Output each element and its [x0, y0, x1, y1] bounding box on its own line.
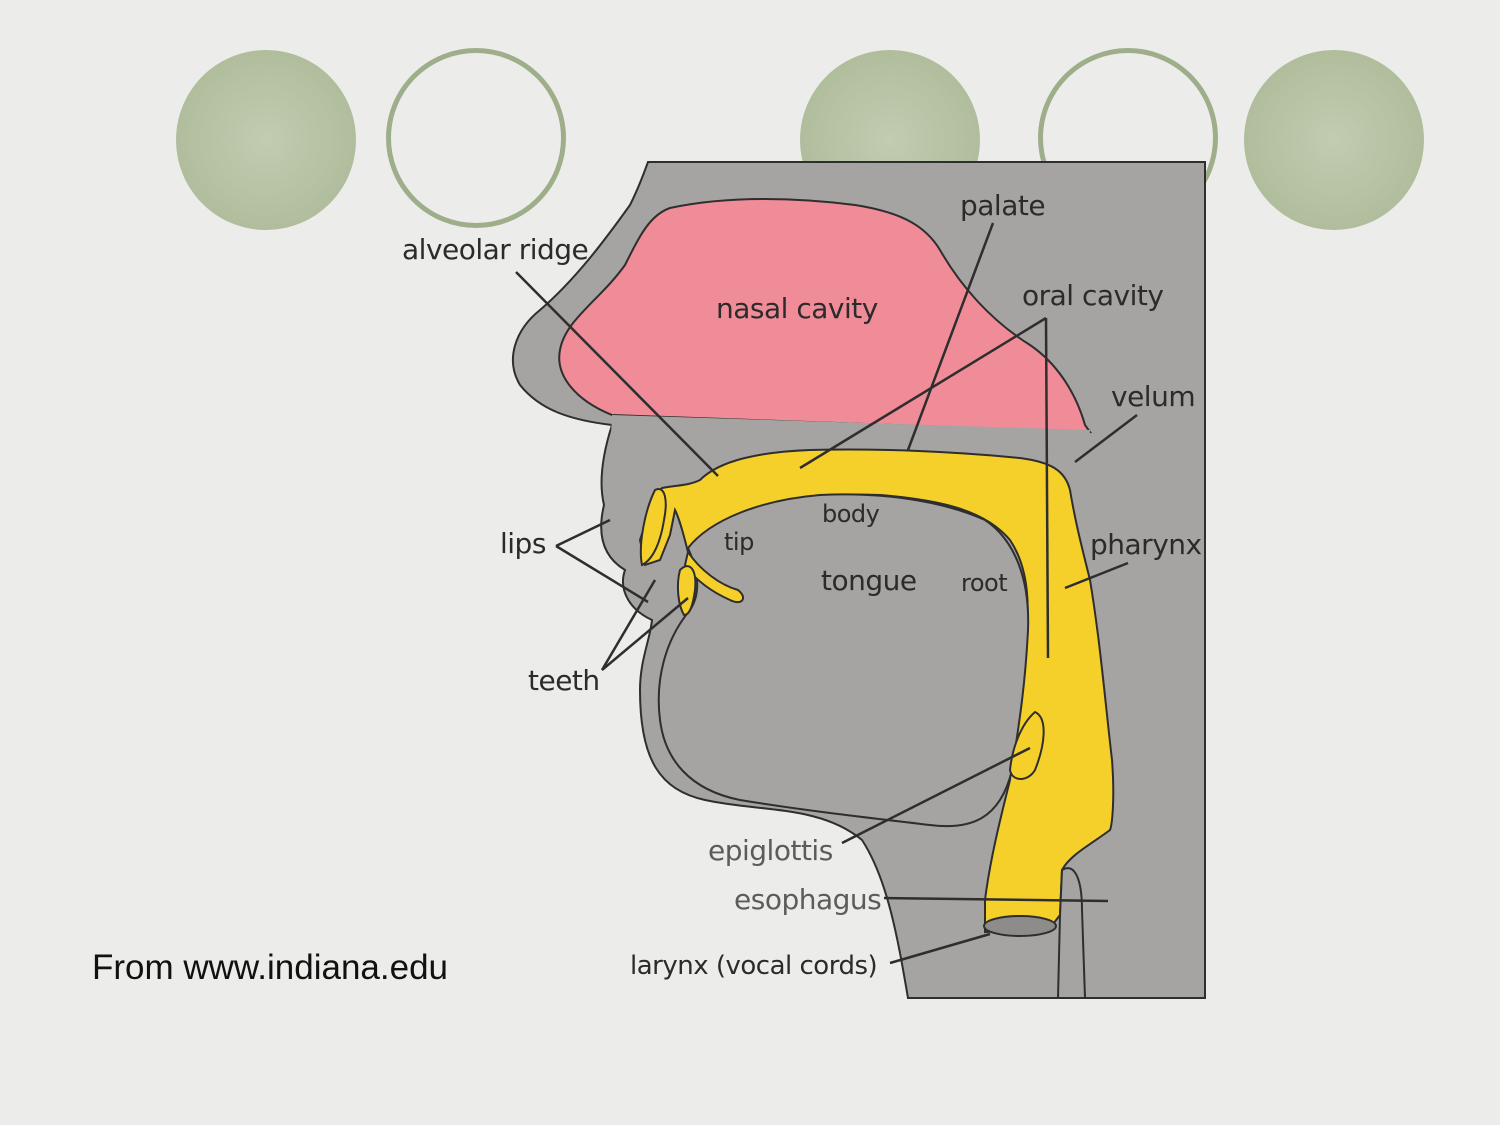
label-tip: tip — [724, 528, 754, 556]
vocal-cords-shape — [984, 916, 1056, 936]
label-esophagus: esophagus — [734, 883, 881, 916]
label-tongue: tongue — [821, 564, 917, 597]
label-nasal-cavity: nasal cavity — [716, 292, 878, 325]
label-teeth: teeth — [528, 664, 600, 697]
label-alveolar-ridge: alveolar ridge — [402, 233, 588, 266]
label-velum: velum — [1111, 380, 1195, 413]
label-root: root — [961, 569, 1007, 597]
label-epiglottis: epiglottis — [708, 834, 833, 867]
source-credit: From www.indiana.edu — [92, 948, 448, 988]
label-oral-cavity: oral cavity — [1022, 279, 1163, 312]
label-lips: lips — [500, 527, 546, 560]
label-pharynx: pharynx — [1090, 528, 1202, 561]
esophagus-wall — [1058, 868, 1085, 998]
label-palate: palate — [960, 189, 1045, 222]
label-larynx: larynx (vocal cords) — [630, 951, 877, 981]
label-body: body — [822, 500, 880, 528]
